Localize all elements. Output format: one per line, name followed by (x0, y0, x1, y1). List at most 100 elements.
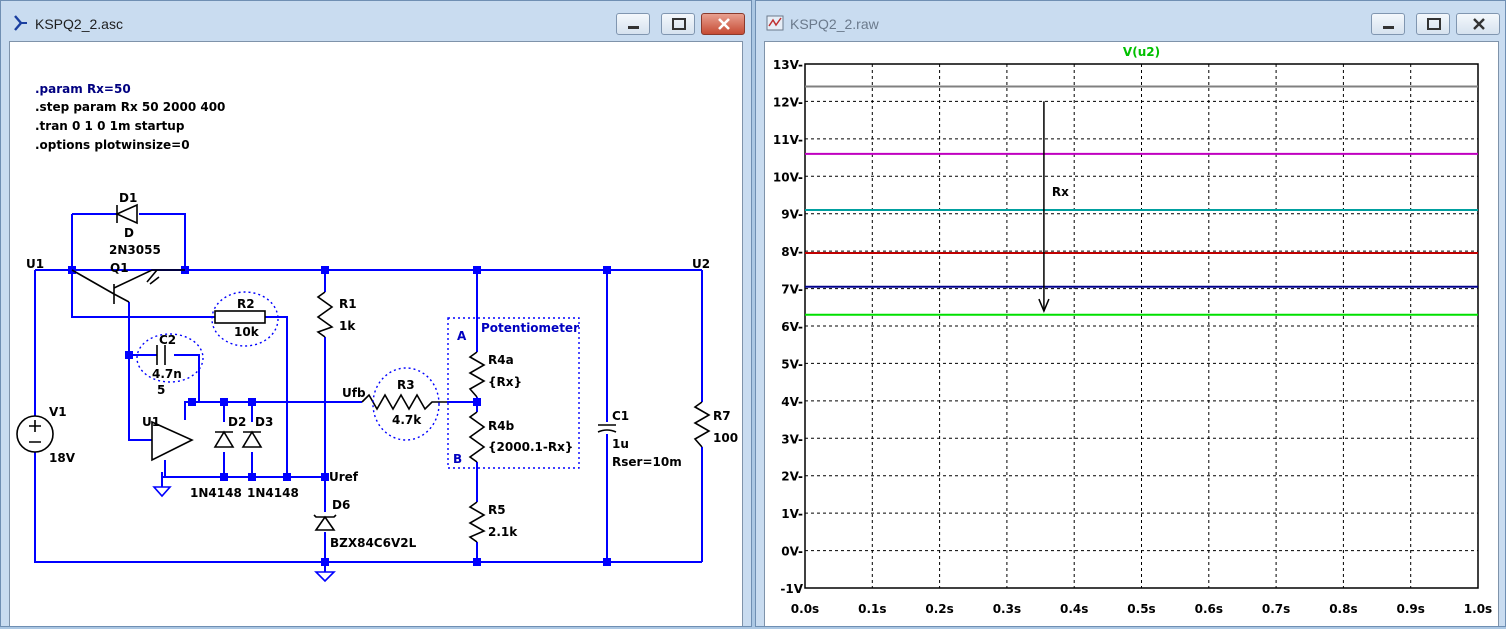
x-tick-label: 0.2s (925, 602, 953, 616)
waveform-titlebar[interactable]: KSPQ2_2.raw (756, 1, 1505, 41)
y-tick-label: 8V- (781, 245, 803, 259)
label-b: B (453, 452, 462, 466)
x-tick-label: 0.3s (993, 602, 1021, 616)
x-tick-label: 0.5s (1127, 602, 1155, 616)
y-tick-label: 6V- (781, 320, 803, 334)
schematic-window[interactable]: KSPQ2_2.asc .param Rx=50 .step param Rx … (0, 0, 752, 627)
highlight-ellipses (136, 291, 580, 469)
x-tick-label: 0.1s (858, 602, 886, 616)
label-q1-model[interactable]: 2N3055 (109, 243, 161, 257)
wires (34, 213, 703, 572)
label-r5-value[interactable]: 2.1k (488, 525, 518, 539)
x-tick-label: 1.0s (1464, 602, 1492, 616)
label-opamp-pin: 5 (157, 383, 165, 397)
waveform-plot-pane[interactable]: V(u2) -1V 0V- 1V- 2V- 3V- 4V- 5V- 6V- 7V- 8V- 9V- 1… (764, 41, 1499, 626)
y-tick-label: 4V- (781, 395, 803, 409)
waveform-plot[interactable]: V(u2) -1V 0V- 1V- 2V- 3V- 4V- 5V- 6V- 7V- 8V- 9V- 1… (765, 42, 1502, 629)
close-button[interactable] (1456, 13, 1500, 35)
schematic-canvas[interactable]: .param Rx=50 .step param Rx 50 2000 400 … (9, 41, 743, 626)
net-u2[interactable]: U2 (692, 257, 710, 271)
label-c2[interactable]: C2 (159, 333, 176, 347)
y-tick-label: 10V- (773, 170, 803, 184)
trace-title-vu2[interactable]: V(u2) (1123, 45, 1160, 59)
components (16, 203, 711, 583)
x-tick-label: 0.8s (1329, 602, 1357, 616)
step-arrow (1038, 101, 1050, 313)
junctions (68, 266, 611, 566)
directive-param[interactable]: .param Rx=50 (35, 82, 131, 96)
step-arrow-label-rx: Rx (1052, 185, 1069, 199)
label-r4a-value[interactable]: {Rx} (488, 375, 522, 389)
directive-step[interactable]: .step param Rx 50 2000 400 (35, 100, 225, 114)
x-tick-label: 0.0s (791, 602, 819, 616)
label-r4b[interactable]: R4b (488, 419, 515, 433)
net-uref[interactable]: Uref (329, 470, 359, 484)
minimize-button[interactable] (1371, 13, 1405, 35)
label-c2-value[interactable]: 4.7n (152, 367, 182, 381)
label-potentiometer[interactable]: Potentiometer (481, 321, 579, 335)
close-icon (1473, 18, 1485, 30)
label-c1-rser[interactable]: Rser=10m (612, 455, 682, 469)
y-axis-ticks: -1V 0V- 1V- 2V- 3V- 4V- 5V- 6V- 7V- 8V- 9V- 10V- 11V… (773, 58, 804, 596)
waveform-window[interactable]: KSPQ2_2.raw V(u2) -1V 0V- 1V- 2V- 3V- 4V- 5V- 6… (755, 0, 1506, 627)
y-tick-label: 12V- (773, 95, 803, 109)
label-r4a[interactable]: R4a (488, 353, 514, 367)
schematic-app-icon (14, 15, 27, 31)
schematic-titlebar[interactable]: KSPQ2_2.asc (1, 1, 751, 41)
label-d6[interactable]: D6 (332, 498, 350, 512)
label-v1[interactable]: V1 (49, 405, 67, 419)
directive-options[interactable]: .options plotwinsize=0 (35, 138, 190, 152)
label-d3[interactable]: D3 (255, 415, 273, 429)
label-a: A (457, 329, 467, 343)
label-r1-value[interactable]: 1k (339, 319, 356, 333)
y-tick-label: 3V- (781, 432, 803, 446)
close-button[interactable] (701, 13, 745, 35)
plot-traces[interactable] (805, 85, 1478, 316)
label-r7-value[interactable]: 100 (713, 431, 738, 445)
label-u1-opamp[interactable]: U1 (142, 415, 160, 429)
y-tick-label: 1V- (781, 507, 803, 521)
label-d: D (124, 226, 134, 240)
label-r4b-value[interactable]: {2000.1-Rx} (488, 440, 573, 454)
close-icon (718, 18, 730, 30)
label-r2-value[interactable]: 10k (234, 325, 260, 339)
y-tick-label: 11V- (773, 133, 803, 147)
y-tick-label: 13V- (773, 58, 803, 72)
x-tick-label: 0.4s (1060, 602, 1088, 616)
label-r3-value[interactable]: 4.7k (392, 413, 422, 427)
label-d3-model[interactable]: 1N4148 (247, 486, 299, 500)
schematic-window-title: KSPQ2_2.asc (35, 16, 123, 32)
x-tick-label: 0.9s (1396, 602, 1424, 616)
label-q1[interactable]: Q1 (110, 261, 129, 275)
label-v1-value[interactable]: 18V (49, 451, 76, 465)
minimize-button[interactable] (616, 13, 650, 35)
label-r3[interactable]: R3 (397, 378, 415, 392)
label-c1-value[interactable]: 1u (612, 437, 629, 451)
label-r2[interactable]: R2 (237, 297, 255, 311)
y-tick-label: 7V- (781, 283, 803, 297)
y-tick-label: 2V- (781, 470, 803, 484)
waveform-window-title: KSPQ2_2.raw (790, 16, 879, 32)
label-d2-model[interactable]: 1N4148 (190, 486, 242, 500)
y-tick-label: 9V- (781, 208, 803, 222)
label-r7[interactable]: R7 (713, 409, 731, 423)
label-r5[interactable]: R5 (488, 503, 506, 517)
maximize-button[interactable] (661, 13, 695, 35)
label-c1[interactable]: C1 (612, 409, 629, 423)
plot-grid (804, 63, 1479, 589)
net-u1[interactable]: U1 (26, 257, 44, 271)
schematic-drawing[interactable]: .param Rx=50 .step param Rx 50 2000 400 … (10, 42, 744, 629)
maximize-button[interactable] (1416, 13, 1450, 35)
y-tick-label: -1V (780, 582, 803, 596)
label-d1[interactable]: D1 (119, 191, 137, 205)
label-r1[interactable]: R1 (339, 297, 357, 311)
y-tick-label: 5V- (781, 357, 803, 371)
net-ufb[interactable]: Ufb (342, 386, 366, 400)
directive-tran[interactable]: .tran 0 1 0 1m startup (35, 119, 185, 133)
x-tick-label: 0.7s (1262, 602, 1290, 616)
label-d6-model[interactable]: BZX84C6V2L (330, 536, 417, 550)
y-tick-label: 0V- (781, 545, 803, 559)
label-d2[interactable]: D2 (228, 415, 246, 429)
waveform-app-icon (766, 15, 784, 31)
